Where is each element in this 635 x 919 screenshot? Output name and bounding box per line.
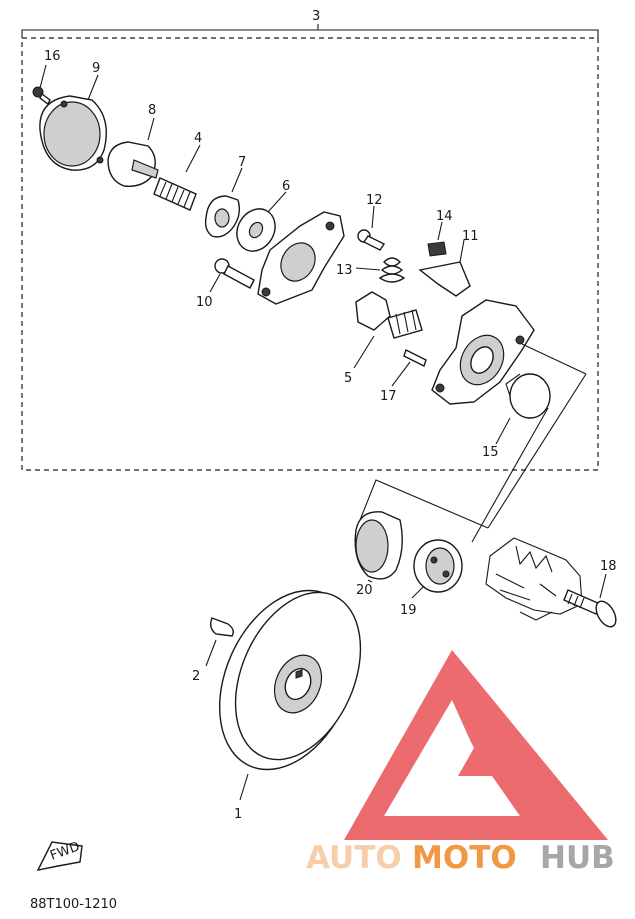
part-9-cover: [39, 74, 107, 171]
part-1-pulley: [218, 589, 362, 801]
label-8: 8: [148, 103, 156, 118]
label-13: 13: [336, 263, 353, 278]
assembly-boundary: [21, 37, 599, 471]
label-2: 2: [192, 669, 200, 684]
part-10-bolt: [209, 258, 255, 293]
label-20: 20: [356, 583, 373, 598]
label-16: 16: [44, 49, 61, 64]
part-2-key: [205, 617, 235, 667]
part-15-cap: [495, 373, 551, 445]
shaft-leader-lines: [359, 373, 587, 543]
part-20-bushing: [354, 511, 403, 583]
pump-body: [431, 299, 587, 405]
crankcase-fragment: [485, 537, 583, 621]
part-14-plug: [427, 221, 447, 257]
label-12: 12: [366, 193, 383, 208]
part-4-screw: [153, 144, 201, 211]
part-12-bolt: [357, 205, 386, 251]
automotohub-logo: AUTO MOTO HUB: [306, 650, 615, 876]
label-17: 17: [380, 389, 397, 404]
logo-text-moto: MOTO: [412, 840, 517, 876]
label-6: 6: [282, 179, 290, 194]
label-10: 10: [196, 295, 213, 310]
part-5-rotor: [353, 291, 423, 369]
label-11: 11: [462, 229, 479, 244]
fwd-arrow-icon: FWD: [36, 839, 83, 871]
label-14: 14: [436, 209, 453, 224]
label-1: 1: [234, 807, 242, 822]
logo-text-auto: AUTO: [306, 840, 402, 876]
logo-triangle-mark: [344, 650, 608, 840]
part-17-pin: [391, 349, 427, 387]
part-19-gear: [411, 539, 463, 599]
part-6-washer: [236, 191, 287, 252]
label-19: 19: [400, 603, 417, 618]
part-13-spring: [355, 257, 406, 283]
label-3: 3: [312, 9, 320, 24]
diagram-code: 88T100-1210: [30, 897, 117, 912]
label-15: 15: [482, 445, 499, 460]
label-7: 7: [238, 155, 246, 170]
logo-text-hub: HUB: [540, 840, 615, 876]
label-9: 9: [92, 61, 100, 76]
part-16-bolt: [32, 64, 51, 106]
part-18-bolt: [563, 573, 617, 628]
pump-housing-plate: [257, 211, 345, 305]
assembly-bracket: [21, 24, 599, 38]
label-4: 4: [194, 131, 202, 146]
part-11-plate: [418, 239, 471, 297]
part-7-clip: [204, 167, 243, 238]
part-8-collar: [107, 117, 159, 187]
label-18: 18: [600, 559, 617, 574]
label-5: 5: [344, 371, 352, 386]
